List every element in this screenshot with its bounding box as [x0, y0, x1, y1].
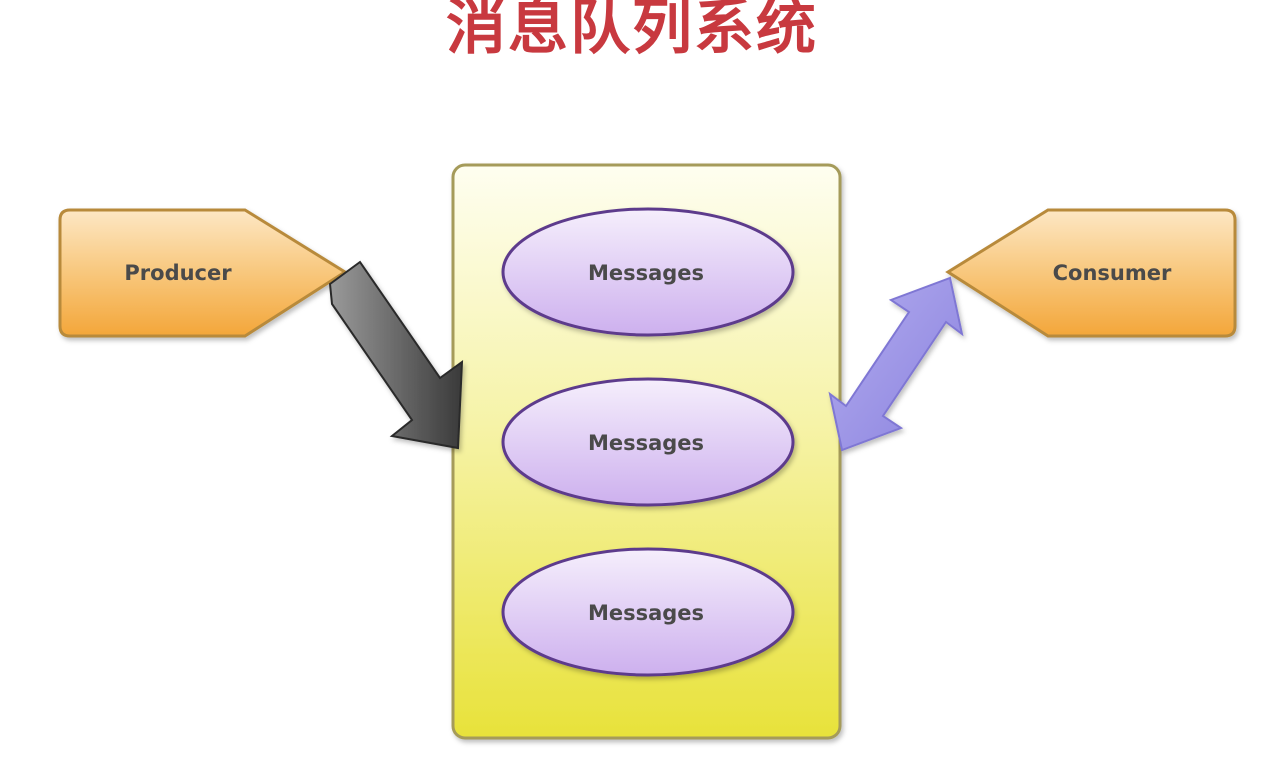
message-label: Messages [588, 261, 704, 285]
producer-label: Producer [124, 261, 232, 285]
message-item: Messages [501, 377, 795, 507]
consumer-arrow [828, 276, 964, 452]
producer-node: Producer [58, 208, 348, 338]
consumer-label: Consumer [1053, 261, 1172, 285]
producer-arrow [328, 260, 464, 450]
message-label: Messages [588, 431, 704, 455]
message-item: Messages [501, 207, 795, 337]
slide-title: 消息队列系统 [446, 0, 818, 63]
message-item: Messages [501, 547, 795, 677]
message-label: Messages [588, 601, 704, 625]
consumer-node: Consumer [945, 208, 1237, 338]
